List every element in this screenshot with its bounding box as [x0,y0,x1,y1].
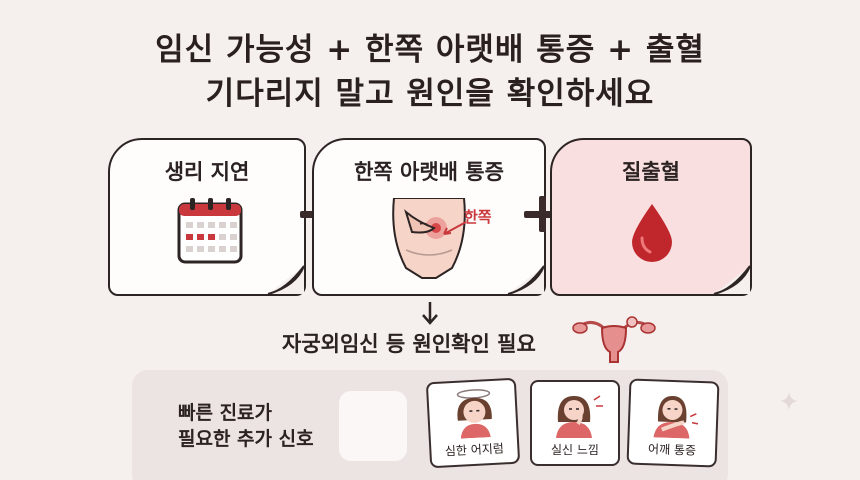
shoulder-pain-woman-icon [653,395,699,439]
result-text: 자궁외임신 등 원인확인 필요 [282,332,536,356]
sign-caption: 실신 느낌 [551,443,599,457]
label-line-1: 빠른 진료가 [178,402,273,424]
title-line-1: 임신 가능성 + 한쪽 아랫배 통증 + 출혈 [155,32,705,68]
page-curl-icon [507,265,545,295]
sign-caption: 어깨 통증 [647,442,697,458]
blood-drop-icon [632,204,672,262]
label-line-2: 필요한 추가 신호 [178,428,314,450]
warning-signs-label: 빠른 진료가 필요한 추가 신호 [178,400,314,452]
card-label: 질출혈 [622,160,680,184]
card-label: 한쪽 아랫배 통증 [354,160,504,184]
card-period-delay: 생리 지연 [108,138,306,296]
card-label: 생리 지연 [164,160,250,184]
plus-icon [524,196,560,232]
sparkle-icon [780,392,798,410]
calendar-icon [177,198,243,264]
title-line-2: 기다리지 말고 원인을 확인하세요 [205,76,655,112]
lower-abdomen-icon [392,198,466,279]
pain-callout-label: 한쪽 [464,208,492,226]
sign-card-dizziness: 심한 어지럼 [425,377,521,469]
down-arrow-icon [422,302,438,325]
page-title: 임신 가능성 + 한쪽 아랫배 통증 + 출혈 기다리지 말고 원인을 확인하세… [0,28,860,116]
sign-card-fainting: 실신 느낌 [530,380,620,466]
sign-card-shoulder-pain: 어깨 통증 [626,378,720,468]
card-abdominal-pain: 한쪽 아랫배 통증 한쪽 [312,138,546,296]
dizzy-woman-icon [456,389,492,439]
page-curl-icon [267,265,305,295]
blank-tile [339,391,407,461]
page-curl-icon [713,265,751,295]
faint-woman-icon [556,395,603,438]
uterus-icon [572,316,656,363]
sign-caption: 심한 어지럼 [444,441,505,459]
callout-arrow-icon [443,221,467,235]
card-bleeding: 질출혈 [550,138,752,296]
